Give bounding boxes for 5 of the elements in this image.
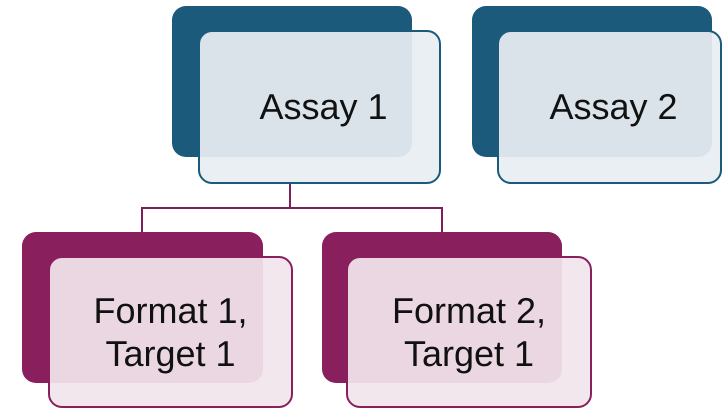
connector-line	[289, 184, 443, 232]
node-label: Format 2, Target 1	[390, 288, 548, 376]
node-label: Format 1, Target 1	[92, 288, 249, 376]
node-label: Assay 1	[258, 85, 389, 129]
node-label: Assay 2	[548, 85, 679, 129]
